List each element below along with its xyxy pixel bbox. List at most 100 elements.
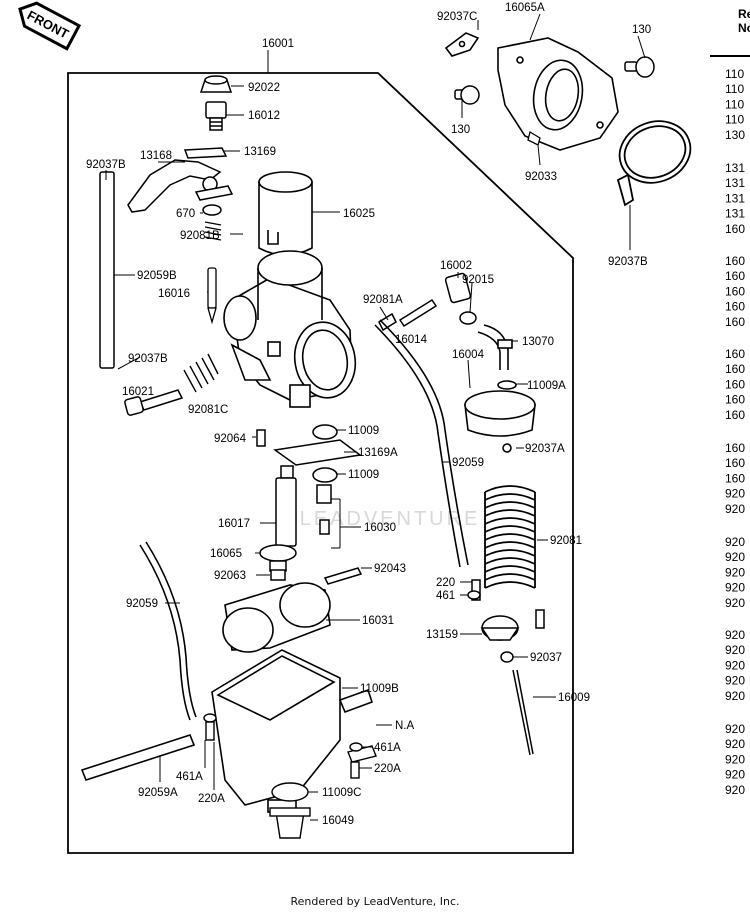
ref-row: 160 (725, 471, 745, 485)
label-16016: 16016 (158, 288, 190, 300)
ref-row: 131 (725, 176, 745, 190)
ref-row: 920 (725, 689, 745, 703)
ref-row: 160 (725, 315, 745, 329)
label-16065: 16065 (210, 548, 242, 560)
ref-header-line2: No (738, 21, 750, 35)
label-92059B: 92059B (137, 270, 177, 282)
label-16049: 16049 (322, 815, 354, 827)
label-461A-right: 461A (374, 742, 401, 754)
choke-plunger-part (378, 272, 477, 332)
label-11009C: 11009C (322, 787, 361, 799)
ref-row: 160 (725, 269, 745, 283)
label-16004: 16004 (452, 349, 485, 361)
label-16012: 16012 (248, 110, 280, 122)
needle-holder-13159-part (467, 579, 545, 663)
label-92037A: 92037A (525, 443, 565, 455)
ref-row: 160 (725, 408, 745, 422)
label-11009-top: 11009 (348, 425, 379, 437)
label-16001: 16001 (262, 38, 294, 50)
label-92081A: 92081A (363, 294, 403, 306)
adjuster-16012-part (205, 101, 227, 131)
label-16002: 16002 (440, 260, 472, 272)
ref-header-line1: Re (738, 7, 750, 21)
label-92037: 92037 (530, 652, 562, 664)
footer-credit: Rendered by LeadVenture, Inc. (290, 895, 460, 908)
ref-row: 160 (725, 300, 745, 314)
choke-elbow-13070-part (477, 324, 513, 370)
leader-lines (105, 13, 646, 821)
watermark: LEADVENTURE (300, 508, 481, 530)
label-13169: 13169 (244, 146, 276, 158)
label-11009-mid: 11009 (348, 469, 379, 481)
spring-92081-part (484, 485, 536, 589)
label-16021: 16021 (122, 386, 154, 398)
vent-tube-92059B-part (99, 171, 115, 369)
label-16025: 16025 (343, 208, 375, 220)
label-92081C: 92081C (188, 404, 228, 416)
ref-row: 160 (725, 456, 745, 470)
air-cleaner-adapter-part (444, 32, 619, 151)
label-220A-left: 220A (198, 793, 225, 805)
ref-row: 920 (725, 643, 745, 657)
label-16014: 16014 (395, 334, 428, 346)
ref-row: 131 (725, 161, 745, 175)
label-16030: 16030 (364, 522, 396, 534)
ref-row: 920 (725, 768, 745, 782)
label-220A-right: 220A (374, 763, 401, 775)
assembly-boundary-line (67, 72, 574, 854)
label-13169A: 13169A (358, 447, 398, 459)
needle-jet-part (256, 424, 363, 585)
clamp-part (616, 120, 692, 207)
label-92059A: 92059A (138, 787, 178, 799)
ref-row: 920 (725, 674, 745, 688)
throttle-lever-part (127, 147, 234, 213)
ref-row: 920 (725, 658, 745, 672)
ref-row: 130 (725, 128, 745, 142)
spring-92081C-part (183, 353, 219, 393)
label-NA: N.A (395, 720, 415, 732)
label-130-top: 130 (632, 24, 651, 36)
label-11009A: 11009A (527, 380, 566, 392)
label-92037C: 92037C (437, 11, 477, 23)
label-130-left: 130 (451, 124, 470, 136)
ref-row: 160 (725, 347, 745, 361)
ref-row: 110 (725, 82, 744, 96)
ref-row: 160 (725, 441, 745, 455)
label-92043: 92043 (374, 563, 406, 575)
label-92037B-right: 92037B (608, 256, 648, 268)
label-16017: 16017 (218, 518, 250, 530)
ref-row: 110 (725, 113, 744, 127)
screw-16016-part (207, 267, 217, 325)
label-461A-left: 461A (176, 771, 203, 783)
front-direction-badge: FRONT (18, 1, 82, 51)
ref-row: 920 (725, 596, 745, 610)
jet-needle-16009-part (512, 669, 534, 756)
washer-670-part (202, 204, 222, 216)
ref-row: 920 (725, 628, 745, 642)
ref-row: 160 (725, 284, 745, 298)
part-labels: 16001 16065A 92037C 130 130 92033 92037B… (86, 2, 651, 827)
label-92059-right: 92059 (452, 457, 484, 469)
pilot-screw-16021-part (124, 389, 184, 416)
ref-row: 131 (725, 191, 745, 205)
label-13168: 13168 (140, 150, 172, 162)
label-220: 220 (436, 577, 455, 589)
spring-92081B-part (204, 221, 222, 241)
hoses-part (80, 319, 469, 781)
label-92015: 92015 (462, 274, 494, 286)
label-92037B-left: 92037B (86, 159, 126, 171)
ref-row: 131 (725, 207, 745, 221)
label-92037B-mid: 92037B (128, 353, 168, 365)
ref-row: 920 (725, 737, 745, 751)
ref-row: 920 (725, 581, 745, 595)
cap-92022-part (199, 75, 233, 93)
throttle-valve-16025-part (258, 171, 313, 256)
ref-row: 920 (725, 487, 745, 501)
ref-row: 920 (725, 783, 745, 797)
label-13159: 13159 (426, 629, 458, 641)
label-11009B: 11009B (360, 683, 399, 695)
ref-row: 160 (725, 377, 745, 391)
ref-row: 110 (725, 97, 744, 111)
label-92064: 92064 (214, 433, 247, 445)
